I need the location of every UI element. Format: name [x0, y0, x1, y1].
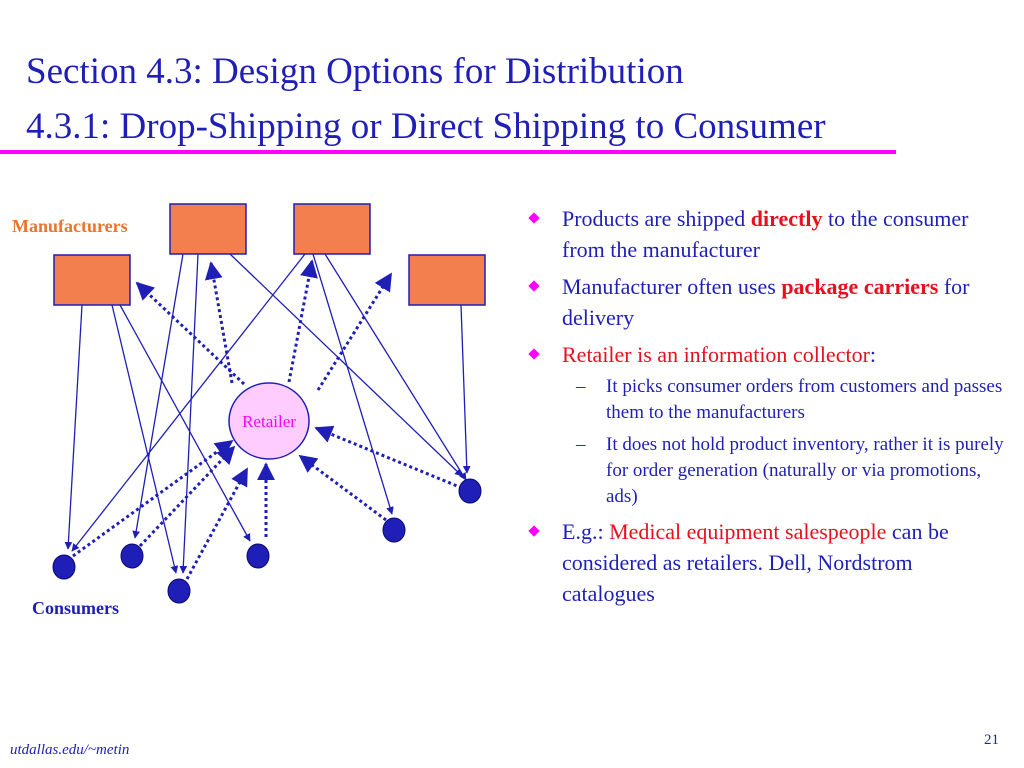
shipment-arrow [179, 253, 199, 574]
sub-bullet-item: –It does not hold product inventory, rat… [562, 432, 1008, 510]
slide-title: Section 4.3: Design Options for Distribu… [26, 44, 1016, 154]
shipment-arrow [132, 253, 184, 539]
bullet-text-segment: can be considered as retailers. Dell, No… [562, 519, 949, 606]
bullet-text-segment: Manufacturer often uses [562, 274, 782, 299]
consumer-node [382, 517, 406, 543]
bullet-text-segment: : [869, 342, 877, 367]
footer-url: utdallas.edu/~metin [10, 742, 130, 758]
dash-bullet-icon: – [576, 376, 586, 397]
manufacturer-box [408, 254, 486, 306]
retailer-label: Retailer [242, 412, 296, 431]
manufacturer-box [53, 254, 131, 306]
sub-bullet-text: It picks consumer orders from customers … [606, 376, 1003, 423]
bullet-list: Products are shipped directly to the con… [528, 203, 1008, 615]
bullet-item: Products are shipped directly to the con… [528, 203, 1008, 265]
distribution-diagram: Retailer Manufacturers Consumers [0, 180, 520, 630]
information-arrow [138, 445, 236, 548]
information-arrow [135, 281, 246, 386]
retailer-node [228, 382, 310, 460]
shipment-arrow [119, 304, 251, 542]
diamond-bullet-icon [528, 212, 540, 224]
bullet-item: Manufacturer often uses package carriers… [528, 271, 1008, 333]
diamond-bullet-icon [528, 348, 540, 360]
information-arrow [204, 261, 234, 384]
sub-bullet-list: –It picks consumer orders from customers… [562, 374, 1008, 510]
manufacturer-box [293, 203, 371, 255]
shipment-arrow [312, 253, 394, 515]
manufacturers-label: Manufacturers [12, 216, 128, 236]
shipment-arrow [229, 253, 463, 477]
bullet-text-segment: package carriers [781, 274, 939, 299]
consumer-node [167, 578, 191, 604]
bullet-text-segment: E.g.: [562, 519, 610, 544]
information-arrow [287, 259, 318, 383]
bullet-text-segment: Products are shipped [562, 206, 751, 231]
dash-bullet-icon: – [576, 434, 586, 455]
diagram-canvas: Retailer [52, 203, 486, 604]
bullet-text-segment: Medical equipment salespeople [609, 519, 887, 544]
information-arrow [185, 467, 249, 580]
bullet-text-segment: directly [750, 206, 823, 231]
shipment-arrow [111, 304, 179, 574]
shipment-arrow [460, 304, 471, 474]
consumer-node [52, 554, 76, 580]
bullet-text-segment: for delivery [562, 274, 970, 330]
title-underline [0, 150, 896, 154]
diamond-bullet-icon [528, 280, 540, 292]
title-line-2: 4.3.1: Drop-Shipping or Direct Shipping … [26, 106, 826, 147]
title-line-1: Section 4.3: Design Options for Distribu… [26, 51, 684, 92]
manufacturer-box [169, 203, 247, 255]
consumer-node [246, 543, 270, 569]
bullet-text-segment: Retailer is an information collector [562, 342, 870, 367]
sub-bullet-item: –It picks consumer orders from customers… [562, 374, 1008, 426]
page-number: 21 [984, 732, 999, 748]
shipment-arrow [71, 253, 306, 552]
consumers-label: Consumers [32, 598, 120, 618]
information-arrow [316, 272, 393, 391]
diamond-bullet-icon [528, 525, 540, 537]
sub-bullet-text: It does not hold product inventory, rath… [606, 434, 1004, 507]
information-arrow [72, 439, 234, 558]
shipment-arrow [64, 304, 83, 550]
bullet-text-segment: to the consumer from the manufacturer [562, 206, 969, 262]
shipment-arrow [324, 253, 467, 481]
consumer-node [120, 543, 144, 569]
information-arrow [298, 454, 387, 522]
consumer-node [458, 478, 482, 504]
bullet-item: E.g.: Medical equipment salespeople can … [528, 516, 1008, 609]
bullet-item: Retailer is an information collector:–It… [528, 339, 1008, 510]
information-arrow [314, 425, 463, 490]
